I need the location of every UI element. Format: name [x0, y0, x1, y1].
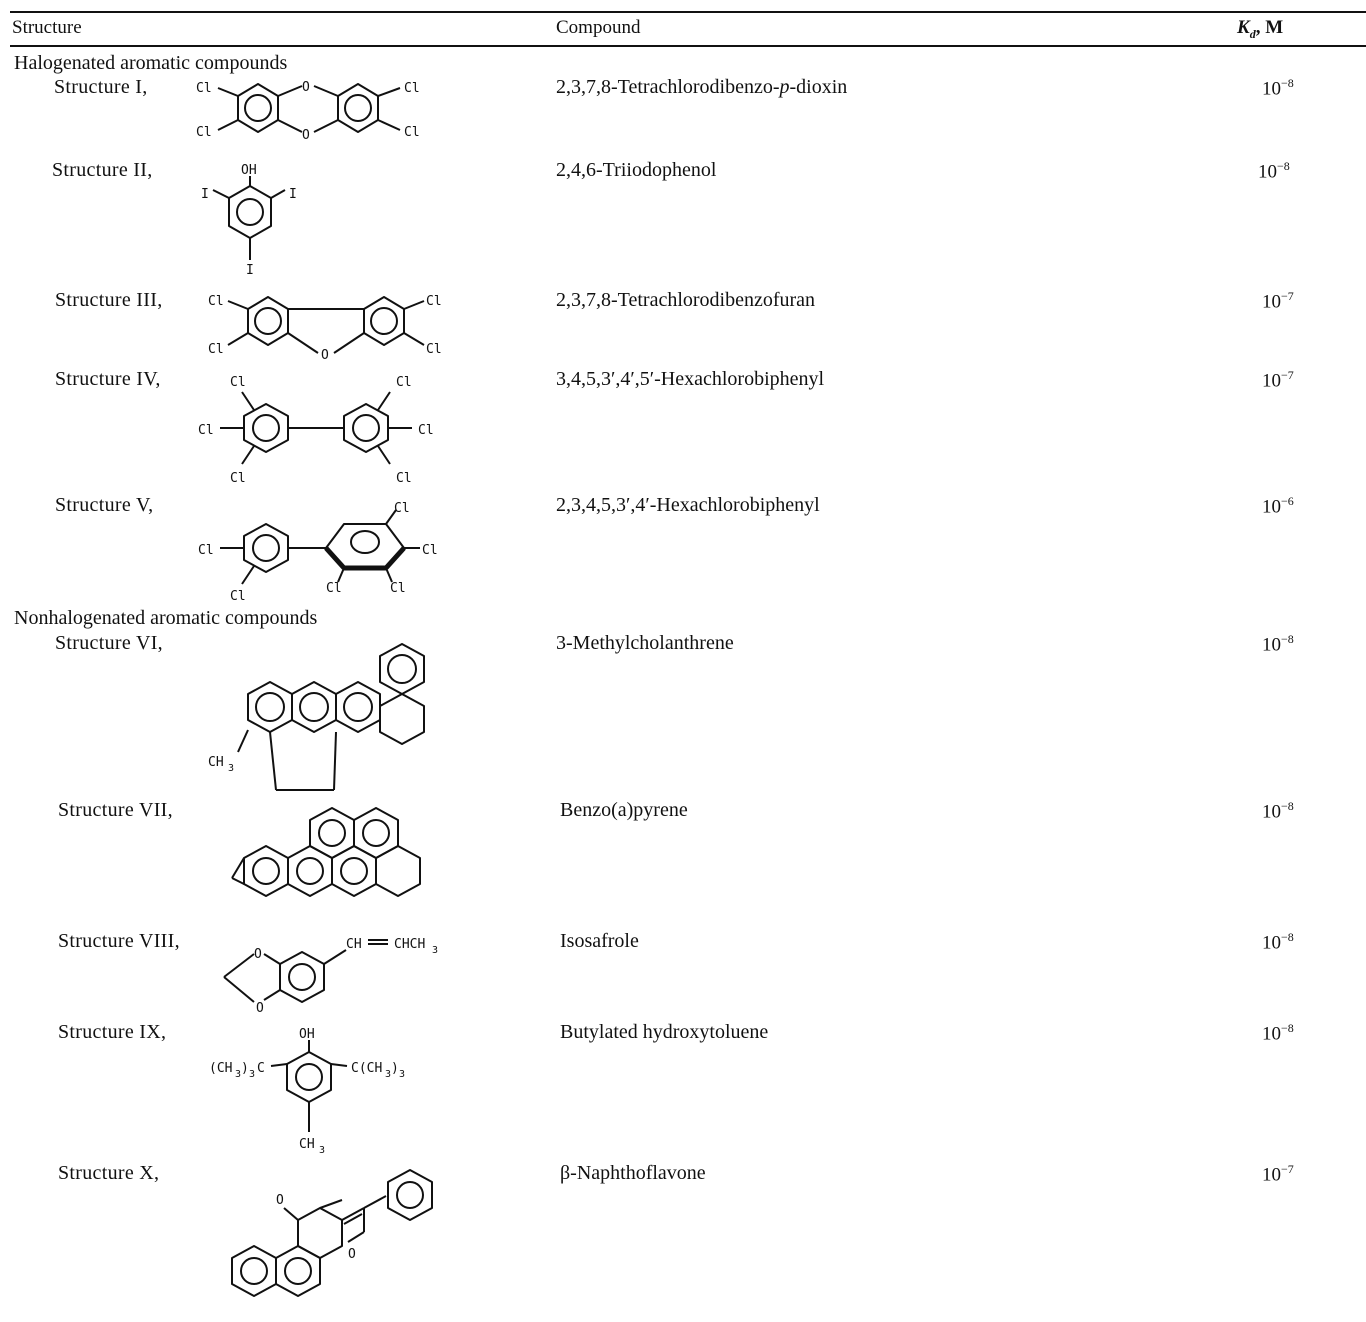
svg-text:): ) — [241, 1061, 249, 1076]
svg-text:O: O — [348, 1247, 356, 1262]
svg-text:C(CH: C(CH — [351, 1061, 382, 1076]
structure-label-9: Structure IX, — [58, 1021, 167, 1043]
svg-text:3: 3 — [319, 1145, 325, 1156]
svg-text:): ) — [391, 1061, 399, 1076]
compound-name-7: Benzo(a)pyrene — [560, 799, 688, 821]
svg-text:Cl: Cl — [422, 543, 438, 558]
section-title-halogenated: Halogenated aromatic compounds — [14, 52, 288, 74]
structure-label-7: Structure VII, — [58, 799, 173, 821]
section-title-nonhalogenated: Nonhalogenated aromatic compounds — [14, 607, 318, 629]
svg-text:O: O — [302, 128, 310, 143]
svg-text:Cl: Cl — [198, 423, 214, 438]
kd-value-5: 10−6 — [1262, 494, 1294, 518]
svg-text:Cl: Cl — [390, 581, 406, 596]
kd-value-4: 10−7 — [1262, 368, 1294, 392]
svg-text:CHCH: CHCH — [394, 937, 425, 952]
structure-6-diagram: CH 3 — [208, 643, 425, 791]
structure-label-3: Structure III, — [55, 289, 163, 311]
structure-label-8: Structure VIII, — [58, 930, 180, 952]
compound-name-6: 3-Methylcholanthrene — [556, 632, 734, 654]
structure-label-4: Structure IV, — [55, 368, 161, 390]
compound-name-2: 2,4,6-Triiodophenol — [556, 159, 717, 181]
kd-value-3: 10−7 — [1262, 289, 1294, 313]
kd-value-8: 10−8 — [1262, 930, 1294, 954]
compound-name-10: β-Naphthoflavone — [560, 1162, 706, 1184]
svg-text:CH: CH — [346, 937, 362, 952]
svg-text:OH: OH — [299, 1027, 315, 1042]
header-compound: Compound — [556, 17, 641, 38]
compound-name-1: 2,3,7,8-Tetrachlorodibenzo-p-dioxin — [556, 76, 848, 98]
svg-text:O: O — [302, 80, 310, 95]
kd-value-10: 10−7 — [1262, 1162, 1294, 1186]
kd-value-2: 10−8 — [1258, 159, 1290, 183]
svg-text:I: I — [246, 263, 254, 278]
kd-value-9: 10−8 — [1262, 1021, 1294, 1045]
compound-name-5: 2,3,4,5,3′,4′-Hexachlorobiphenyl — [556, 494, 820, 516]
structure-label-1: Structure I, — [54, 76, 148, 98]
svg-text:3: 3 — [249, 1069, 255, 1080]
svg-text:3: 3 — [385, 1069, 391, 1080]
structure-label-2: Structure II, — [52, 159, 153, 181]
svg-text:OH: OH — [241, 163, 257, 178]
header-structure: Structure — [12, 17, 82, 38]
kd-value-1: 10−8 — [1262, 76, 1294, 100]
kd-value-7: 10−8 — [1262, 799, 1294, 823]
svg-text:3: 3 — [228, 763, 234, 774]
svg-text:I: I — [201, 187, 209, 202]
svg-text:Cl: Cl — [208, 342, 224, 357]
svg-text:I: I — [289, 187, 297, 202]
svg-text:Cl: Cl — [196, 81, 212, 96]
structure-8-diagram: O O CH CHCH 3 — [223, 937, 438, 1016]
compound-name-9: Butylated hydroxytoluene — [560, 1021, 769, 1043]
structure-label-10: Structure X, — [58, 1162, 160, 1184]
structure-7-diagram — [231, 807, 421, 897]
svg-text:Cl: Cl — [394, 501, 410, 516]
svg-text:3: 3 — [235, 1069, 241, 1080]
svg-text:Cl: Cl — [230, 589, 246, 604]
compound-name-4: 3,4,5,3′,4′,5′-Hexachlorobiphenyl — [556, 368, 825, 390]
svg-text:O: O — [256, 1001, 264, 1016]
top-rule — [10, 11, 1366, 13]
compound-name-8: Isosafrole — [560, 930, 639, 952]
svg-text:Cl: Cl — [326, 581, 342, 596]
svg-text:Cl: Cl — [196, 125, 212, 140]
svg-text:3: 3 — [432, 945, 438, 956]
svg-text:3: 3 — [399, 1069, 405, 1080]
svg-text:C: C — [257, 1061, 265, 1076]
svg-text:Cl: Cl — [426, 342, 442, 357]
svg-text:Cl: Cl — [418, 423, 434, 438]
header-rule — [10, 45, 1366, 47]
svg-text:O: O — [321, 348, 329, 363]
svg-text:Cl: Cl — [396, 471, 412, 486]
svg-text:Cl: Cl — [208, 294, 224, 309]
svg-text:Cl: Cl — [230, 471, 246, 486]
svg-text:Cl: Cl — [230, 375, 246, 390]
svg-text:(CH: (CH — [209, 1061, 232, 1076]
structure-label-5: Structure V, — [55, 494, 154, 516]
header-kd: Kd, M — [1237, 17, 1284, 41]
kd-value-6: 10−8 — [1262, 632, 1294, 656]
structure-2-diagram: OH I I I — [201, 163, 297, 278]
svg-text:Cl: Cl — [396, 375, 412, 390]
svg-text:Cl: Cl — [198, 543, 214, 558]
svg-text:CH: CH — [299, 1137, 315, 1152]
structure-10-diagram: O O — [231, 1169, 433, 1297]
svg-text:Cl: Cl — [404, 125, 420, 140]
svg-text:O: O — [276, 1193, 284, 1208]
svg-text:O: O — [254, 947, 262, 962]
structure-label-6: Structure VI, — [55, 632, 163, 654]
svg-text:Cl: Cl — [426, 294, 442, 309]
compound-name-3: 2,3,7,8-Tetrachlorodibenzofuran — [556, 289, 816, 311]
svg-text:CH: CH — [208, 755, 224, 770]
svg-text:Cl: Cl — [404, 81, 420, 96]
